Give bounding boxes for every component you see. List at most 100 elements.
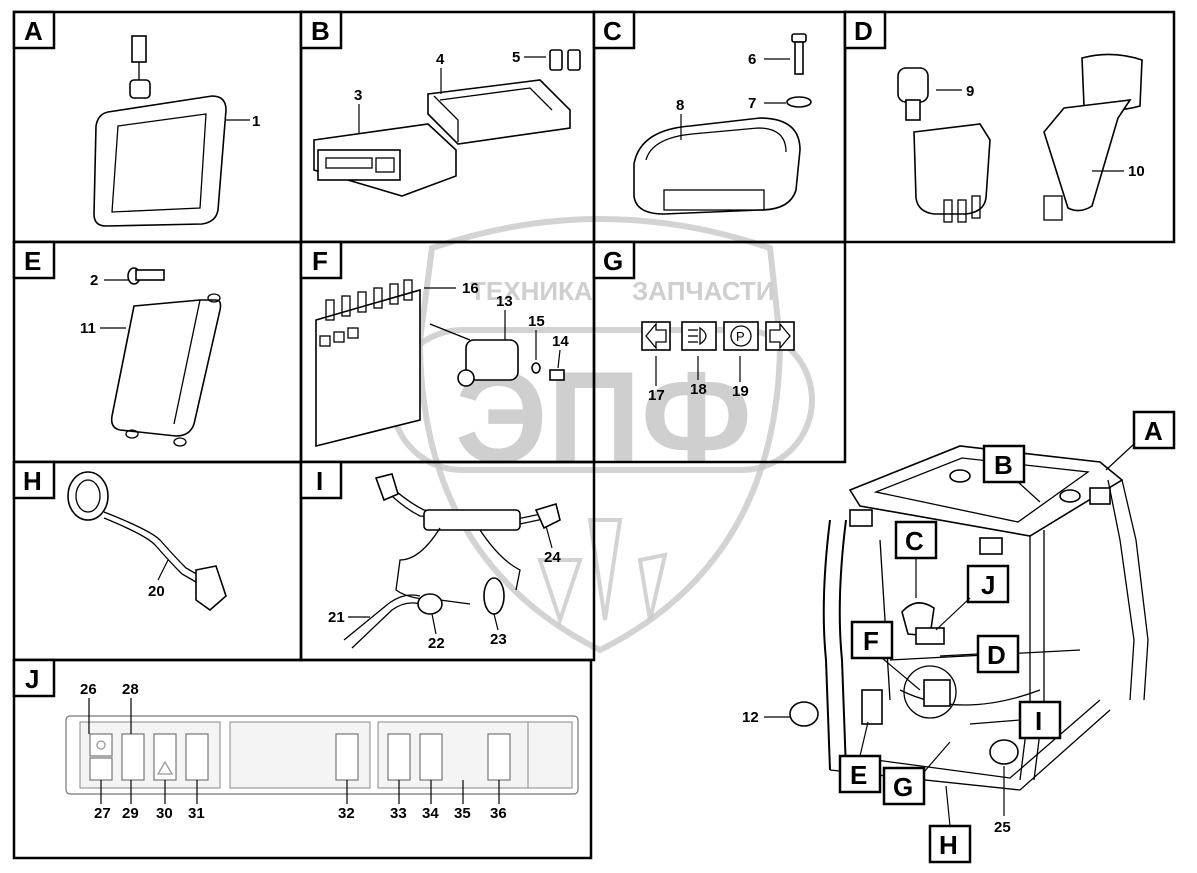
cab-callout-d: D	[976, 634, 1020, 674]
part-number-21: 21	[328, 609, 345, 626]
part-number-10: 10	[1128, 163, 1145, 180]
svg-text:B: B	[994, 450, 1013, 480]
svg-text:C: C	[905, 526, 924, 556]
panel-letter-j: J	[12, 658, 56, 698]
panel-g	[592, 240, 847, 464]
cab-callout-j: J	[966, 564, 1010, 604]
panel-letter-b: B	[299, 10, 343, 50]
leader-line-24	[545, 525, 553, 549]
work-lamp-part	[93, 35, 227, 227]
cab-callout-g: G	[882, 766, 926, 806]
ignition-switch-part	[897, 67, 991, 223]
svg-text:I: I	[316, 466, 323, 496]
svg-text:J: J	[981, 570, 995, 600]
svg-text:D: D	[854, 16, 873, 46]
turn-signal-right-indicator-icon	[765, 321, 795, 351]
cab-callout-i: I	[1018, 700, 1062, 740]
panel-j	[12, 658, 593, 860]
cab-callout-h: H	[928, 824, 972, 864]
cab-leader-i	[969, 719, 1021, 725]
switch-32	[335, 733, 359, 781]
panel-letter-a: A	[12, 10, 56, 50]
relay-part	[429, 323, 519, 387]
switch-36	[487, 733, 511, 781]
cabin-lamp-part	[67, 471, 227, 612]
panel-d	[843, 10, 1176, 244]
part-number-20: 20	[148, 583, 165, 600]
parking-brake-indicator-icon: P	[723, 321, 759, 351]
leader-line-22	[431, 613, 437, 635]
panel-letter-d: D	[843, 10, 887, 50]
bolt-part	[791, 33, 807, 75]
cab-part-number-25: 25	[994, 819, 1011, 836]
part-number-8: 8	[676, 97, 684, 114]
wiring-harness-part	[343, 473, 561, 649]
svg-text:F: F	[312, 246, 328, 276]
svg-text:F: F	[863, 626, 879, 656]
part-number-18: 18	[690, 381, 707, 398]
part-number-11: 11	[80, 320, 96, 337]
leader-line-20	[157, 559, 169, 581]
svg-text:C: C	[603, 16, 622, 46]
turn-signal-indicator-icon	[641, 321, 671, 351]
part-number-17: 17	[648, 387, 665, 404]
leader-line-14	[557, 349, 561, 369]
tractor-cab-drawing	[789, 445, 1149, 791]
relay-bolt-part	[531, 362, 565, 381]
panel-letter-f: F	[299, 240, 343, 280]
power-socket-part	[1043, 53, 1143, 221]
part-number-16: 16	[462, 280, 479, 297]
cab-leader-g	[923, 741, 951, 773]
instrument-cluster-part	[633, 117, 801, 215]
panel-letter-h: H	[12, 460, 56, 500]
watermark: ТЕХНИКА ЗАПЧАСТИ ЭПФ	[389, 216, 815, 654]
watermark-wheat-icon	[537, 518, 668, 627]
part-number-33: 33	[390, 805, 407, 822]
watermark-left-text: ТЕХНИКА	[470, 276, 593, 306]
part-number-36: 36	[490, 805, 507, 822]
switch-26	[89, 733, 113, 757]
leader-line-23	[493, 613, 499, 631]
part-number-23: 23	[490, 631, 507, 648]
svg-text:D: D	[987, 640, 1006, 670]
svg-text:H: H	[939, 830, 958, 860]
svg-text:A: A	[1144, 416, 1163, 446]
panel-letter-c: C	[592, 10, 636, 50]
part-number-13: 13	[496, 293, 513, 310]
watermark-right-text: ЗАПЧАСТИ	[632, 276, 775, 306]
switch-33	[387, 733, 411, 781]
switch-34	[419, 733, 443, 781]
cab-callout-b: B	[982, 444, 1026, 484]
cab-leader-b	[1017, 481, 1041, 503]
cab-leader-f	[881, 657, 921, 691]
cab-leader-j	[935, 597, 971, 631]
svg-text:E: E	[850, 760, 867, 790]
part-number-6: 6	[748, 51, 756, 68]
svg-text:I: I	[1035, 706, 1042, 736]
part-number-32: 32	[338, 805, 355, 822]
part-number-2: 2	[90, 272, 98, 289]
svg-text:G: G	[603, 246, 623, 276]
part-number-3: 3	[354, 87, 362, 104]
svg-text:G: G	[893, 772, 913, 802]
cab-leader-e	[859, 721, 869, 757]
part-number-26: 26	[80, 681, 97, 698]
radio-housing-part	[427, 79, 571, 145]
part-number-22: 22	[428, 635, 445, 652]
svg-text:H: H	[23, 466, 42, 496]
switch-30	[153, 733, 177, 781]
control-module-part	[110, 293, 222, 447]
panel-h	[12, 460, 303, 662]
washer-part	[786, 96, 812, 108]
svg-text:E: E	[24, 246, 41, 276]
cab-leader-h	[945, 785, 951, 827]
part-number-7: 7	[748, 95, 756, 112]
svg-text:A: A	[24, 16, 43, 46]
part-number-5: 5	[512, 49, 520, 66]
radio-knob-parts	[549, 49, 581, 71]
part-number-31: 31	[188, 805, 205, 822]
part-number-24: 24	[544, 549, 561, 566]
part-number-30: 30	[156, 805, 173, 822]
headlight-indicator-icon	[681, 321, 717, 351]
